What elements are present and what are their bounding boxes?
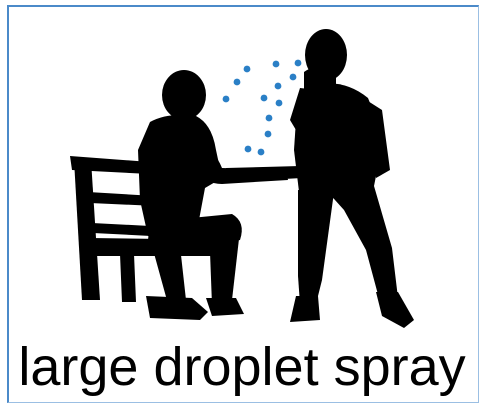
droplet-spray-illustration: [0, 0, 481, 345]
droplet: [275, 83, 282, 90]
seated-person-shin: [152, 246, 186, 304]
standing-person-foot: [290, 296, 320, 322]
droplet: [245, 146, 252, 153]
standing-person: [290, 29, 414, 328]
chair-back-slat-2: [92, 223, 151, 236]
table: [226, 166, 302, 182]
standing-person-leg: [298, 190, 334, 304]
chair-front-leg: [120, 254, 136, 302]
seated-person-foot-2: [206, 298, 244, 316]
droplet: [266, 115, 273, 122]
seated-person-head: [162, 70, 206, 120]
droplet: [261, 95, 268, 102]
figure-caption: large droplet spray: [12, 332, 472, 402]
droplet: [290, 74, 297, 81]
droplet: [273, 61, 280, 68]
droplet: [265, 131, 272, 138]
droplet: [276, 100, 283, 107]
droplet: [258, 149, 265, 156]
droplet: [295, 60, 302, 67]
seated-person-foot: [146, 296, 208, 320]
standing-person-leg-2: [326, 186, 398, 302]
droplet: [223, 96, 230, 103]
droplet: [234, 79, 241, 86]
droplet: [244, 66, 251, 73]
standing-person-foot-2: [376, 292, 414, 328]
droplet-spray: [223, 60, 302, 156]
